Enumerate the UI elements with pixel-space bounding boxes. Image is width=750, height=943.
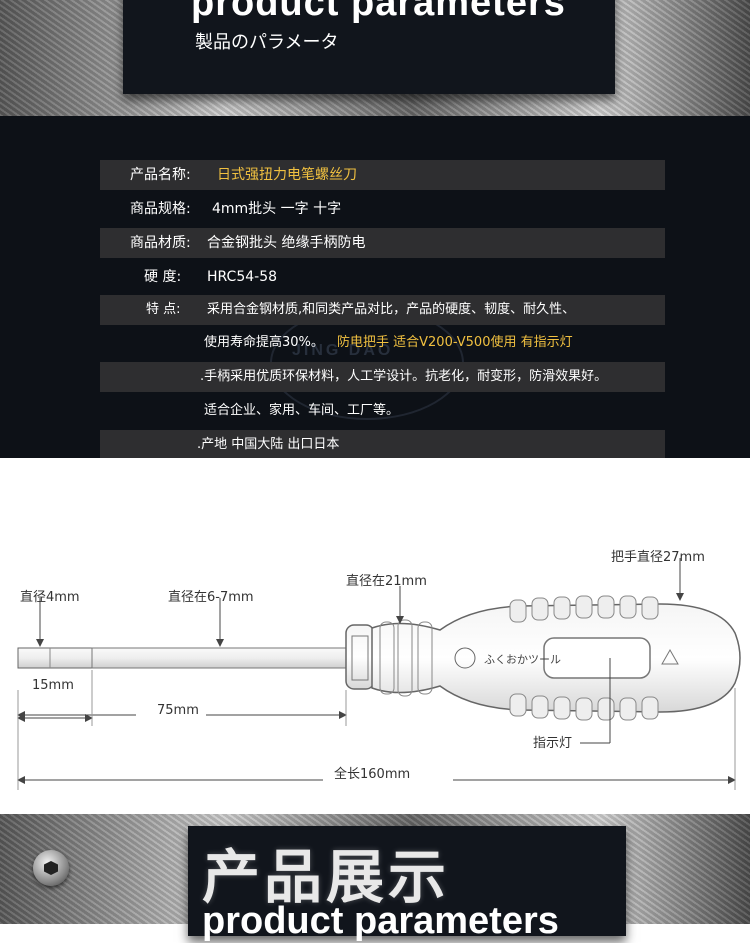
total-length-label: 全长160mm [334,767,411,782]
handle-diameter-label: 把手直径27mm [611,550,705,565]
spec-row-name: 产品名称: 日式强扭力电笔螺丝刀 [100,160,665,190]
indicator-label: 指示灯 [533,736,573,751]
screwdriver-shaft [91,647,348,669]
shaft-diameter-label: 直径在6-7mm [168,590,254,605]
shaft-length-label: 75mm [157,703,199,718]
spec-value: 适合企业、家用、车间、工厂等。 [204,403,400,418]
header-title-jp: 製品のパラメータ [195,32,339,53]
spec-value: .手柄采用优质环保材料，人工学设计。抗老化，耐变形，防滑效果好。 [200,369,608,384]
spec-row-hardness: 硬 度: HRC54-58 [100,262,665,292]
screwdriver-tip [17,647,93,669]
footer-banner: 产品展示 product parameters [188,826,626,942]
spec-value: HRC54-58 [207,269,278,285]
dimension-diagram: ふくおかツール 把手直径27mm 直径4mm 直径在6-7mm 直径在21mm … [0,458,750,814]
tip-length-label: 15mm [32,678,74,693]
spec-section: JING DAO 产品名称: 日式强扭力电笔螺丝刀 商品规格: 4mm批头 一字… [0,116,750,460]
spec-row-features: 特 点: 采用合金钢材质,和同类产品对比，产品的硬度、韧度、耐久性、 [100,295,665,325]
spec-label: 硬 度: [144,269,182,285]
spec-row-origin: .产地 中国大陆 出口日本 [100,430,665,460]
handle-print: ふくおかツール [484,653,561,666]
collar-diameter-label: 直径在21mm [346,574,427,589]
spec-value: 使用寿命提高30%。 [204,335,324,350]
spec-row-features-2: 使用寿命提高30%。 防电把手 适合V200-V500使用 有指示灯 [100,328,665,358]
spec-value: 采用合金钢材质,和同类产品对比，产品的硬度、韧度、耐久性、 [207,302,576,317]
footer-title-cn: 产品展示 [202,843,451,911]
spec-value: 日式强扭力电笔螺丝刀 [217,167,357,183]
header-metal-background: product parameters 製品のパラメータ [0,0,750,116]
spec-value: 合金钢批头 绝缘手柄防电 [207,235,366,251]
spec-row-size: 商品规格: 4mm批头 一字 十字 [100,194,665,224]
spec-label: 商品规格: [130,201,191,217]
spec-value: .产地 中国大陆 出口日本 [197,437,340,452]
screwdriver-collar [345,624,375,690]
watermark-text: JING DAO [292,342,394,359]
spec-label: 特 点: [146,302,181,317]
screwdriver-drawing: ふくおかツール [17,558,741,790]
spec-value-highlight: 防电把手 适合V200-V500使用 有指示灯 [337,335,573,350]
tip-diameter-label: 直径4mm [20,590,80,605]
spec-row-material: 商品材质: 合金钢批头 绝缘手柄防电 [100,228,665,258]
spec-row-features-3: .手柄采用优质环保材料，人工学设计。抗老化，耐变形，防滑效果好。 [100,362,665,392]
spec-row-features-4: 适合企业、家用、车间、工厂等。 [100,396,665,426]
spec-label: 商品材质: [130,235,191,251]
handle-label-window [543,637,651,679]
header-title-en: product parameters [191,0,566,24]
spec-value: 4mm批头 一字 十字 [212,201,342,217]
header-banner: product parameters 製品のパラメータ [123,0,615,94]
screw-icon [33,850,69,886]
spec-label: 产品名称: [130,167,191,183]
footer-title-en: product parameters [202,900,559,942]
